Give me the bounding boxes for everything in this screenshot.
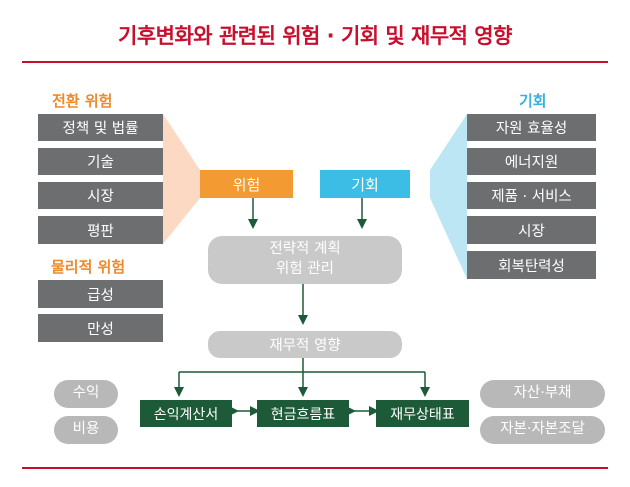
cost-pill: 비용 xyxy=(54,416,118,444)
opportunity-box: 기회 xyxy=(320,170,410,198)
financial-impact-box: 재무적 영향 xyxy=(208,331,402,358)
transition-item-technology: 기술 xyxy=(38,148,163,175)
assets-liabilities-pill: 자산·부채 xyxy=(480,380,605,408)
cash-flow-statement-box: 현금흐름표 xyxy=(257,400,349,427)
opportunity-item-resilience: 회복탄력성 xyxy=(467,251,596,279)
transition-item-policy: 정책 및 법률 xyxy=(38,114,163,141)
physical-risk-heading: 물리적 위험 xyxy=(51,258,126,276)
strategy-line-1: 전략적 계획 xyxy=(269,241,341,258)
opportunity-item-market: 시장 xyxy=(467,216,596,244)
transition-item-reputation: 평판 xyxy=(38,216,163,244)
balance-sheet-box: 재무상태표 xyxy=(376,400,469,427)
opportunity-item-energy-source: 에너지원 xyxy=(467,148,596,175)
opportunity-item-resource-efficiency: 자원 효율성 xyxy=(467,114,596,141)
income-statement-box: 손익계산서 xyxy=(140,400,232,427)
transition-item-market: 시장 xyxy=(38,182,163,209)
right-funnel xyxy=(430,114,467,279)
physical-item-chronic: 만성 xyxy=(38,314,163,342)
top-divider xyxy=(22,61,608,63)
physical-item-acute: 급성 xyxy=(38,280,163,308)
bottom-divider xyxy=(22,467,608,469)
page-title: 기후변화와 관련된 위험 · 기회 및 재무적 영향 xyxy=(118,24,512,48)
equity-financing-pill: 자본·자본조달 xyxy=(480,416,605,444)
strategy-risk-management-box: 전략적 계획 위험 관리 xyxy=(208,236,402,284)
risk-box: 위험 xyxy=(200,170,293,198)
left-funnel xyxy=(163,114,200,244)
revenue-pill: 수익 xyxy=(54,380,118,408)
opportunity-heading: 기회 xyxy=(519,92,547,110)
strategy-line-2: 위험 관리 xyxy=(276,261,334,277)
opportunity-item-products-services: 제품 · 서비스 xyxy=(467,182,596,209)
transition-risk-heading: 전환 위험 xyxy=(52,92,113,110)
